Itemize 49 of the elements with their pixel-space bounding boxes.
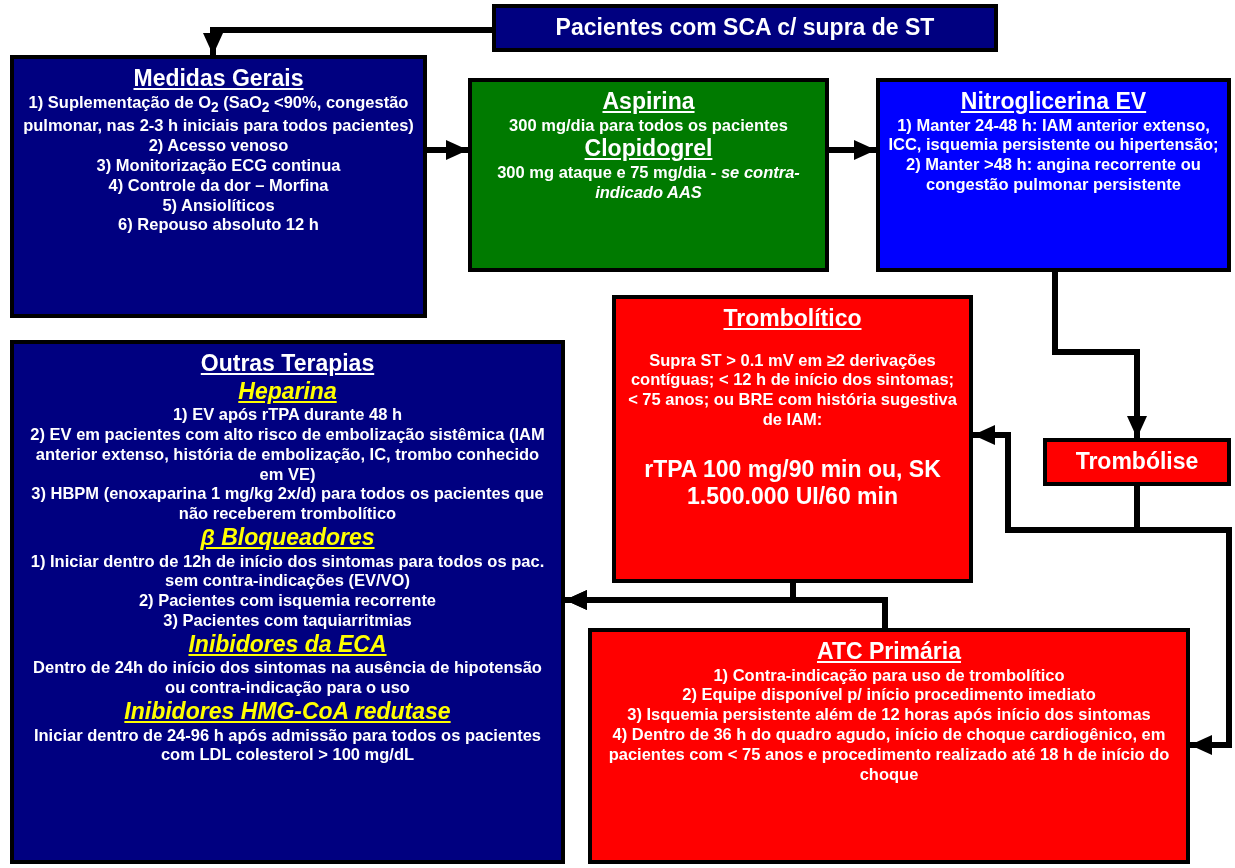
- section-heading: β Bloqueadores: [200, 523, 375, 552]
- box-text: 1) Suplementação de O$_{2}$ (SaO$_{2}$ <90%, congestão pulmonar, nas 2-3 h iniciais para todos pacientes): [22, 92, 415, 137]
- box-text: 300 mg/dia para todos os pacientes: [509, 115, 788, 136]
- box-text: 2) Equipe disponível p/ início procedimento imediato: [682, 685, 1096, 706]
- box-text: 4) Controle da dor – Morfina: [108, 175, 329, 196]
- box-text: Iniciar dentro de 24-96 h após admissão para todos os pacientes com LDL colesterol > 100 mg/dL: [32, 725, 543, 766]
- process-box: [492, 4, 998, 52]
- box-text: 2) EV em pacientes com alto risco de embolização sistêmica (IAM anterior extenso, história de embolização, IC, trombo conhecido em VE): [29, 425, 546, 485]
- box-heading: Aspirina: [602, 88, 695, 116]
- box-heading: Outras Terapias: [200, 350, 375, 378]
- box-text: 3) Monitorização ECG continua: [96, 156, 341, 176]
- box-heading: Medidas Gerais: [133, 65, 304, 93]
- box-heading: Pacientes com SCA c/ supra de ST: [555, 14, 935, 42]
- process-box: [10, 340, 565, 864]
- box-text: 6) Repouso absoluto 12 h: [118, 215, 319, 236]
- dose-text: rTPA 100 mg/90 min ou, SK 1.500.000 UI/60 min: [643, 455, 942, 511]
- box-heading: Trombólise: [1075, 448, 1199, 476]
- process-box: [876, 78, 1231, 272]
- box-text: 1) EV após rTPA durante 48 h: [172, 405, 403, 425]
- box-text: 1) Iniciar dentro de 12h de início dos sintomas para todos os pac. sem contra-indicações (EV/VO): [29, 551, 546, 592]
- process-box: [10, 55, 427, 318]
- arrow: [829, 140, 876, 160]
- box-text: 1) Manter 24-48 h: IAM anterior extenso, ICC, isquemia persistente ou hipertensão;: [888, 115, 1219, 156]
- section-heading: Inibidores da ECA: [188, 630, 387, 659]
- box-heading: Trombolítico: [723, 305, 862, 333]
- box-text: 3) Isquemia persistente além de 12 horas após início dos sintomas: [627, 705, 1151, 725]
- arrow: [1052, 272, 1147, 438]
- box-text: 1) Contra-indicação para uso de trombolítico: [713, 665, 1065, 686]
- box-heading: Clopidogrel: [584, 135, 713, 163]
- box-text: 2) Manter >48 h: angina recorrente ou congestão pulmonar persistente: [905, 155, 1202, 195]
- process-box: [468, 78, 829, 272]
- box-text: 2) Acesso venoso: [148, 136, 289, 156]
- process-box: [1043, 438, 1231, 486]
- box-heading: ATC Primária: [817, 638, 961, 666]
- section-heading: Heparina: [238, 377, 337, 406]
- arrow: [203, 27, 492, 55]
- box-text: 3) Pacientes com taquiarritmias: [163, 610, 412, 631]
- process-box: [612, 295, 973, 583]
- box-text: 3) HBPM (enoxaparina 1 mg/kg 2x/d) para todos os pacientes que não receberem trombolítico: [30, 484, 545, 524]
- box-text: 4) Dentro de 36 h do quadro agudo, início de choque cardiogênico, em pacientes com < 75 anos e procedimento realizado até 18 h de início do choque: [607, 725, 1171, 785]
- section-heading: Inibidores HMG-CoA redutase: [124, 697, 451, 726]
- box-heading: Nitroglicerina EV: [960, 88, 1147, 116]
- arrow: [427, 140, 468, 160]
- process-box: [588, 628, 1190, 864]
- box-text: Dentro de 24h do início dos sintomas na ausência de hipotensão ou contra-indicação para o uso: [32, 658, 543, 698]
- box-text: Supra ST > 0.1 mV em ≥2 derivações contíguas; < 12 h de início dos sintomas; < 75 anos; ou BRE com história sugestiva de IAM:: [627, 350, 958, 430]
- box-text: 300 mg ataque e 75 mg/dia - se contra-indicado AAS: [496, 163, 801, 203]
- box-text: 2) Pacientes com isquemia recorrente: [138, 591, 437, 611]
- box-text: 5) Ansiolíticos: [162, 195, 275, 216]
